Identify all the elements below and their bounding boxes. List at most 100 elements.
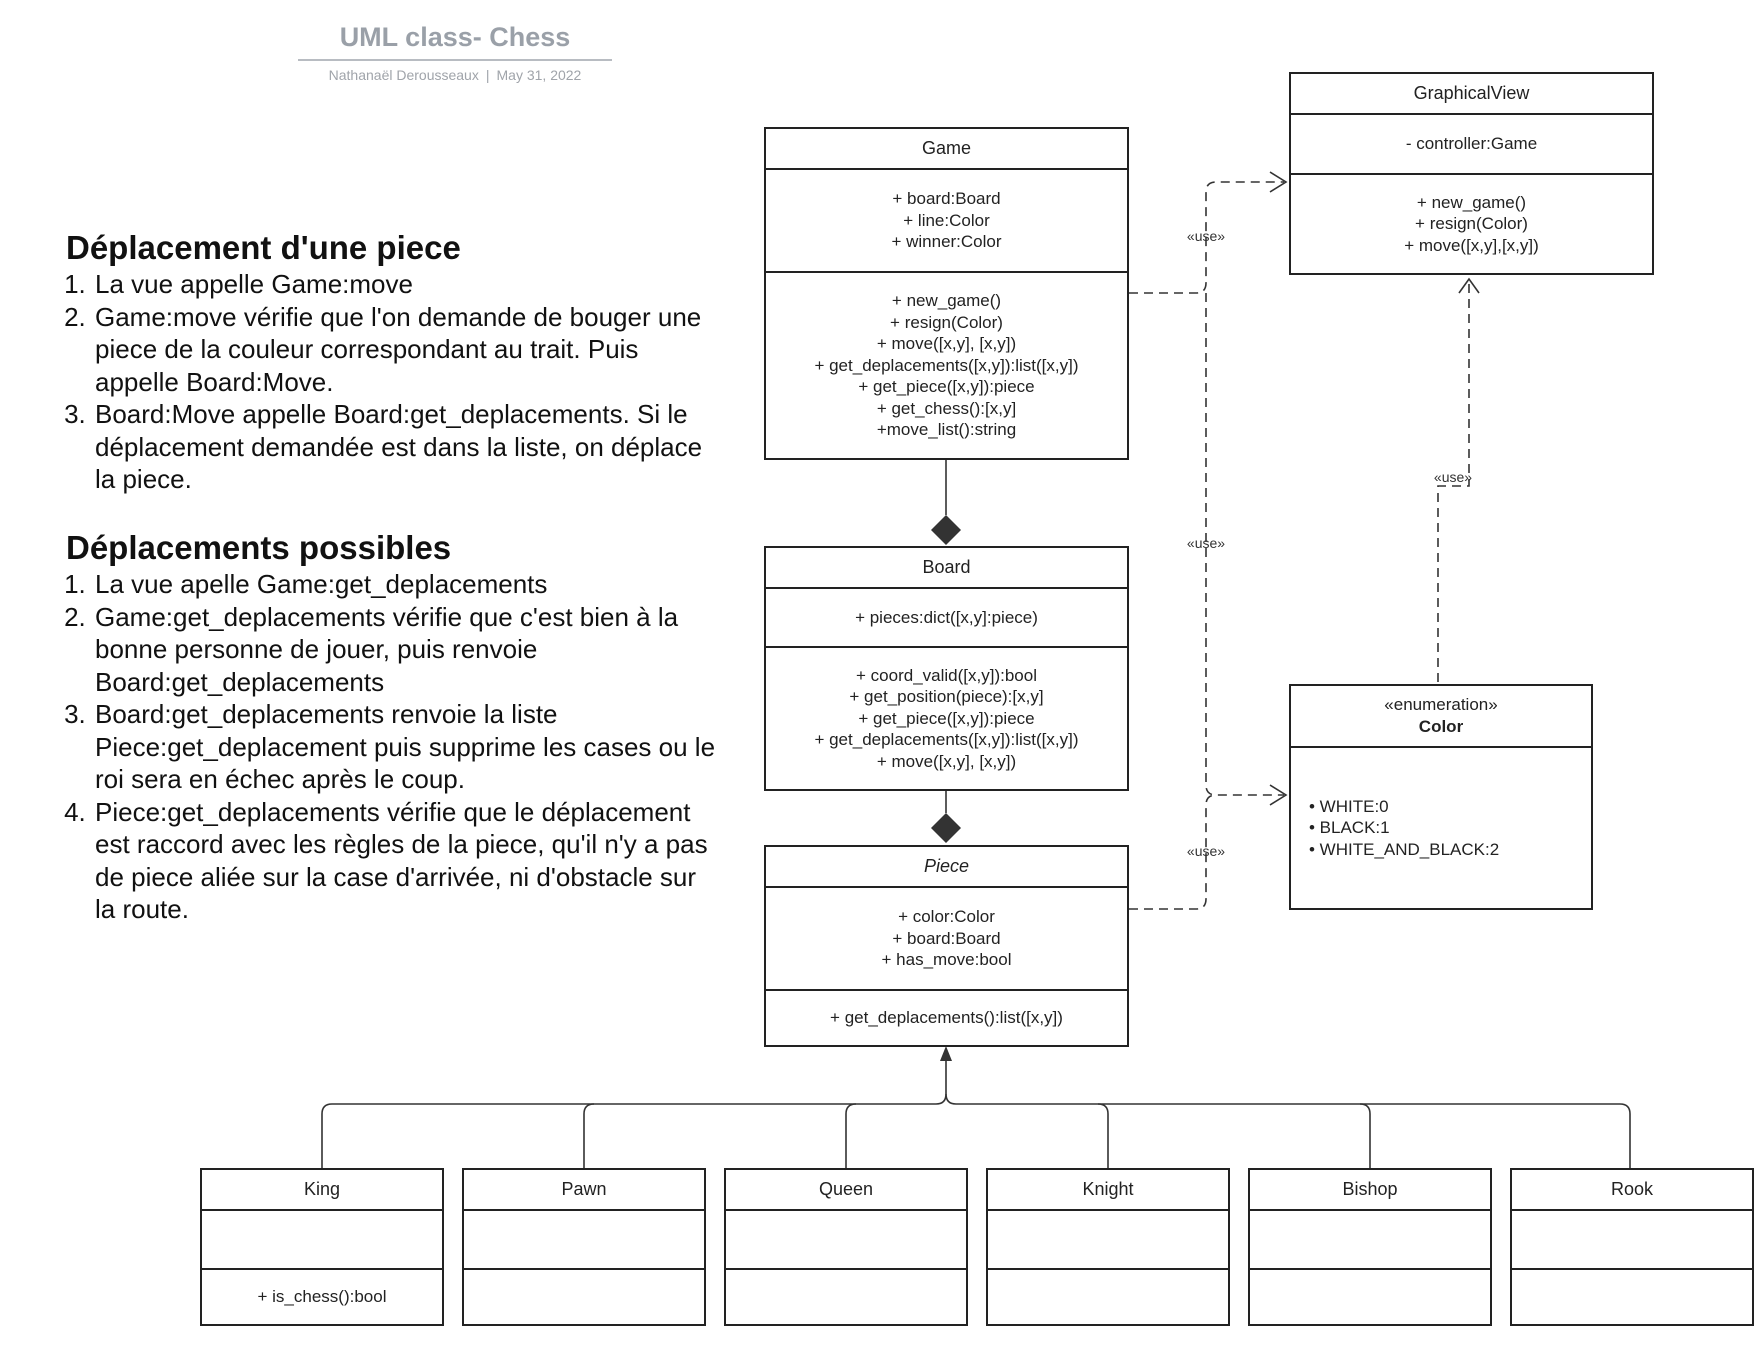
open-arrow-head xyxy=(1269,784,1288,806)
notes-section-move: Déplacement d'une piece La vue appelle G… xyxy=(66,228,716,496)
diagram-date: May 31, 2022 xyxy=(496,67,582,83)
class-name: GraphicalView xyxy=(1413,82,1530,103)
class-attributes xyxy=(1250,1209,1490,1268)
use-label: «use» xyxy=(1187,843,1225,859)
enum-value: • BLACK:1 xyxy=(1309,818,1390,838)
class-name: Color xyxy=(1418,717,1464,736)
list-item: La vue apelle Game:get_deplacements xyxy=(93,568,716,601)
class-methods xyxy=(464,1268,704,1324)
inherit-link-pawn xyxy=(583,1103,595,1168)
method: + resign(Color) xyxy=(1415,214,1528,234)
class-methods: + get_deplacements():list([x,y]) xyxy=(766,989,1127,1045)
method: + get_deplacements([x,y]):list([x,y]) xyxy=(814,355,1079,375)
class-board[interactable]: Board + pieces:dict([x,y]:piece) + coord… xyxy=(764,546,1129,791)
method: + get_position(piece):[x,y] xyxy=(849,687,1044,707)
composition-diamond xyxy=(931,813,961,843)
method: + get_deplacements():list([x,y]) xyxy=(830,1008,1063,1028)
list-item: Piece:get_deplacements vérifie que le dé… xyxy=(93,796,716,926)
class-methods: + coord_valid([x,y]):bool + get_position… xyxy=(766,646,1127,789)
notes-list-possible: La vue apelle Game:get_deplacements Game… xyxy=(66,568,716,926)
use-link-game-view xyxy=(1129,181,1284,294)
list-item: Board:Move appelle Board:get_deplacement… xyxy=(93,398,716,496)
class-attributes xyxy=(988,1209,1228,1268)
list-item: Game:get_deplacements vérifie que c'est … xyxy=(93,601,716,699)
attribute: + color:Color xyxy=(898,907,995,927)
list-item: Game:move vérifie que l'on demande de bo… xyxy=(93,301,716,399)
class-attributes xyxy=(202,1209,442,1268)
use-link-game-color xyxy=(1205,293,1284,796)
class-methods: + is_chess():bool xyxy=(202,1268,442,1324)
method: + new_game() xyxy=(891,290,1002,310)
enum-value: • WHITE_AND_BLACK:2 xyxy=(1309,839,1500,859)
notes-section-possible: Déplacements possibles La vue apelle Gam… xyxy=(66,528,716,926)
meta-separator: | xyxy=(485,67,490,83)
enum-values: • WHITE:0 • BLACK:1 • WHITE_AND_BLACK:2 xyxy=(1291,746,1591,908)
class-name: Pawn xyxy=(561,1178,607,1199)
class-attributes: - controller:Game xyxy=(1291,113,1652,173)
class-methods: + new_game() + resign(Color) + move([x,y… xyxy=(766,271,1127,458)
attribute: + winner:Color xyxy=(891,232,1002,252)
attribute: + line:Color xyxy=(903,210,990,230)
attribute: + board:Board xyxy=(892,189,1001,209)
use-label: «use» xyxy=(1434,469,1472,485)
class-attributes: + board:Board + line:Color + winner:Colo… xyxy=(766,168,1127,271)
diagram-title: UML class- Chess xyxy=(339,22,571,52)
class-knight[interactable]: Knight xyxy=(986,1168,1230,1326)
notes-list-move: La vue appelle Game:move Game:move vérif… xyxy=(66,268,716,496)
enum-color[interactable]: «enumeration» Color • WHITE:0 • BLACK:1 … xyxy=(1289,684,1593,910)
inherit-link-king xyxy=(321,1058,947,1168)
attribute: + has_move:bool xyxy=(881,950,1012,970)
class-attributes: + pieces:dict([x,y]:piece) xyxy=(766,587,1127,646)
class-name: Board xyxy=(922,556,971,577)
inherit-link-rook xyxy=(945,1093,1631,1168)
method: +move_list():string xyxy=(876,420,1017,440)
class-methods xyxy=(988,1268,1228,1324)
use-link-color-view xyxy=(1437,281,1470,682)
class-piece[interactable]: Piece + color:Color + board:Board + has_… xyxy=(764,845,1129,1047)
class-methods xyxy=(1250,1268,1490,1324)
composition-diamond xyxy=(931,515,961,545)
attribute: - controller:Game xyxy=(1405,134,1538,154)
class-name: Piece xyxy=(923,855,970,876)
attribute: + board:Board xyxy=(892,928,1001,948)
method: + is_chess():bool xyxy=(257,1287,387,1307)
class-attributes xyxy=(1512,1209,1752,1268)
enum-header: «enumeration» Color xyxy=(1291,686,1591,746)
class-rook[interactable]: Rook xyxy=(1510,1168,1754,1326)
open-arrow-head xyxy=(1269,171,1288,193)
attribute: + pieces:dict([x,y]:piece) xyxy=(855,607,1038,627)
class-name: Game xyxy=(921,137,972,158)
method: + get_piece([x,y]):piece xyxy=(858,377,1035,397)
diagram-meta: Nathanaël Derousseaux | May 31, 2022 xyxy=(298,67,612,83)
method: + move([x,y],[x,y]) xyxy=(1404,235,1539,255)
method: + get_piece([x,y]):piece xyxy=(858,708,1035,728)
class-graphical-view[interactable]: GraphicalView - controller:Game + new_ga… xyxy=(1289,72,1654,275)
class-attributes xyxy=(726,1209,966,1268)
class-game[interactable]: Game + board:Board + line:Color + winner… xyxy=(764,127,1129,460)
method: + move([x,y], [x,y]) xyxy=(876,751,1017,771)
class-methods: + new_game() + resign(Color) + move([x,y… xyxy=(1291,173,1652,273)
title-divider xyxy=(298,59,612,61)
class-name: Queen xyxy=(818,1178,874,1199)
list-item: La vue appelle Game:move xyxy=(93,268,716,301)
list-item: Board:get_deplacements renvoie la liste … xyxy=(93,698,716,796)
enum-stereotype: «enumeration» xyxy=(1384,695,1498,715)
method: + coord_valid([x,y]):bool xyxy=(856,665,1037,685)
class-queen[interactable]: Queen xyxy=(724,1168,968,1326)
class-pawn[interactable]: Pawn xyxy=(462,1168,706,1326)
use-link-piece-color xyxy=(1129,794,1217,910)
inherit-link-bishop xyxy=(1359,1103,1371,1168)
class-bishop[interactable]: Bishop xyxy=(1248,1168,1492,1326)
class-king[interactable]: King + is_chess():bool xyxy=(200,1168,444,1326)
method: + move([x,y], [x,y]) xyxy=(876,334,1017,354)
method: + get_deplacements([x,y]):list([x,y]) xyxy=(814,730,1079,750)
author-name: Nathanaël Derousseaux xyxy=(328,67,479,83)
class-attributes xyxy=(464,1209,704,1268)
method: + resign(Color) xyxy=(890,312,1003,332)
enum-value: • WHITE:0 xyxy=(1309,796,1389,816)
class-methods xyxy=(726,1268,966,1324)
inheritance-arrow-head xyxy=(940,1046,952,1061)
class-attributes: + color:Color + board:Board + has_move:b… xyxy=(766,886,1127,989)
inherit-link-knight xyxy=(1097,1103,1109,1168)
